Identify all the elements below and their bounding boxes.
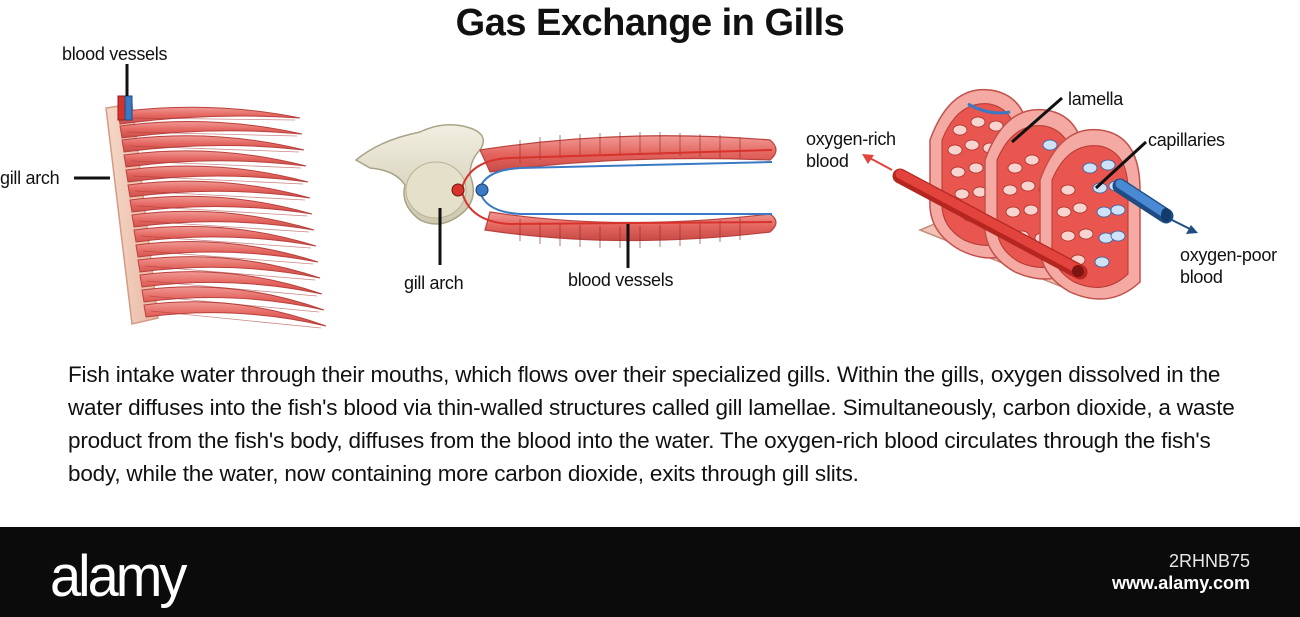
label-blood-vessels-middle: blood vessels [568, 270, 674, 290]
gill-arch-illustration [74, 64, 327, 329]
label-oxygen-poor-line2: blood [1180, 267, 1223, 287]
label-oxygen-poor-blood: oxygen-poor blood [1180, 244, 1277, 288]
lamella-illustration [862, 88, 1198, 300]
label-oxygen-rich-line1: oxygen-rich [806, 129, 896, 149]
gill-diagram [74, 64, 1198, 329]
label-blood-vessels-left: blood vessels [62, 44, 168, 64]
page-title: Gas Exchange in Gills [455, 2, 845, 44]
stock-id: 2RHNB75 [1168, 551, 1250, 571]
label-capillaries: capillaries [1148, 130, 1225, 150]
gill-filaments [117, 106, 327, 327]
description-text: Fish intake water through their mouths, … [68, 362, 1235, 486]
site-url: www.alamy.com [1111, 573, 1250, 593]
brand-logo: alamy [50, 542, 187, 609]
gill-cross-section-illustration [354, 124, 777, 268]
label-lamella: lamella [1068, 89, 1123, 109]
label-gill-arch-left: gill arch [0, 168, 60, 188]
label-oxygen-rich-line2: blood [806, 151, 849, 171]
lamella-plate-3 [1039, 128, 1141, 300]
label-oxygen-rich-blood: oxygen-rich blood [806, 128, 896, 172]
label-oxygen-poor-line1: oxygen-poor [1180, 245, 1277, 265]
label-gill-arch-middle: gill arch [404, 273, 464, 293]
watermark-footer: alamy 2RHNB75 www.alamy.com [0, 527, 1300, 617]
